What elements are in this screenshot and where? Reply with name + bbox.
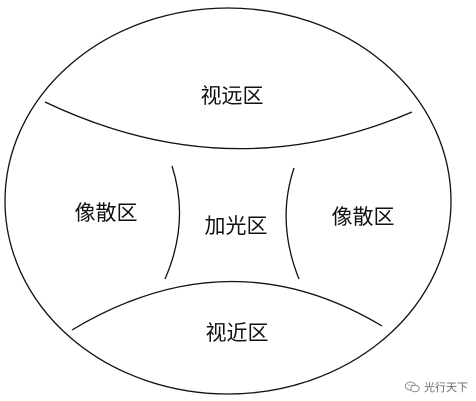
wechat-icon — [405, 381, 420, 393]
far-zone-label: 视远区 — [201, 84, 264, 108]
left-astigmatic-zone-label: 像散区 — [75, 201, 138, 225]
near-zone-label: 视近区 — [206, 321, 269, 345]
far-zone-boundary — [44, 101, 413, 150]
right-astigmatic-zone-label: 像散区 — [332, 205, 395, 229]
near-zone-boundary — [71, 280, 383, 331]
progression-zone-label: 加光区 — [205, 214, 268, 238]
left-corridor-boundary — [164, 165, 181, 280]
watermark: 光行天下 — [405, 379, 468, 395]
watermark-text: 光行天下 — [424, 381, 468, 394]
right-corridor-boundary — [285, 167, 300, 280]
lens-outline — [4, 7, 452, 395]
